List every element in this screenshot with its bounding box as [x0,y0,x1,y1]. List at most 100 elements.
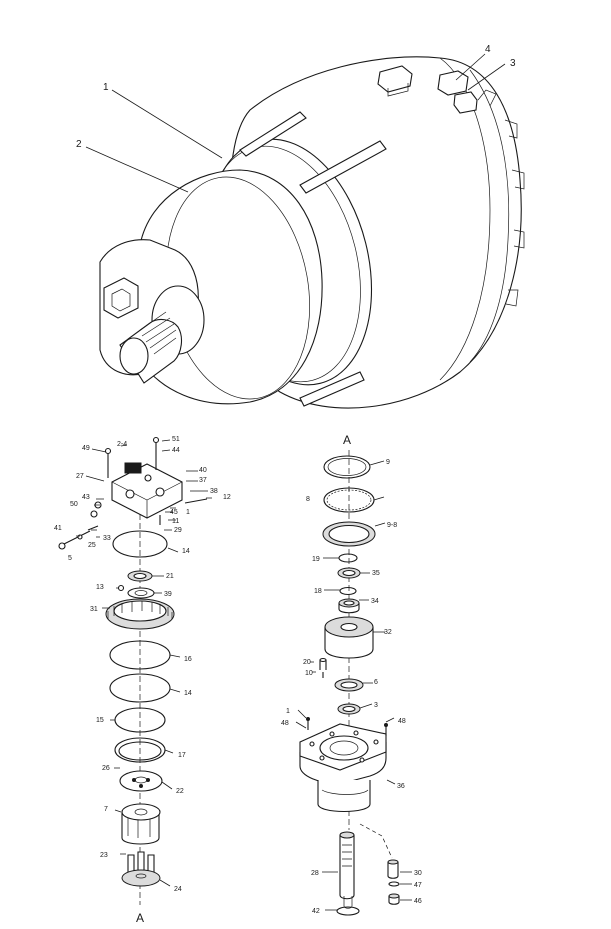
callout-38: 38 [210,488,218,495]
callout-47: 47 [414,882,422,889]
hex-plug-socket [111,288,131,312]
shaft-end [119,337,149,375]
o-ring-14-upper [112,530,168,558]
gear-ring-teeth [107,601,173,619]
fitting-30 [387,862,399,879]
callout-9-8: 9-8 [387,522,397,529]
seal-47 [388,881,400,887]
stud-3 [299,371,365,407]
callout-2-4: 2-4 [117,441,127,448]
section-label-a-left: A [136,911,144,925]
callout-10: 10 [305,670,313,677]
top-plug-bolt [377,65,413,93]
callout-44: 44 [172,447,180,454]
rear-fitting [437,70,469,96]
callout-31: 31 [90,606,98,613]
callout-29: 29 [174,527,182,534]
o-ring-14-lower [109,673,171,703]
rear-housing-teeth [477,89,525,307]
callout-41: 41 [54,525,62,532]
callout-28: 28 [311,870,319,877]
top-leaders [85,53,506,193]
rear-fitting-2 [453,91,478,114]
callout-30: 30 [414,870,422,877]
callout-14-lower: 14 [184,690,192,697]
callout-3: 3 [510,58,516,69]
valve-block-edges [111,481,183,518]
callout-11: 11 [172,518,179,525]
callout-3-right: 3 [374,702,378,709]
callout-4: 4 [485,44,491,55]
snap-ring-42 [336,906,360,916]
section-label-a-right: A [343,433,351,447]
callout-40: 40 [199,467,207,474]
service-line [359,823,393,859]
valve-port-2 [155,487,165,497]
callout-35: 35 [372,570,380,577]
left-exploded-view [58,436,212,905]
callout-37: 37 [199,477,207,484]
callout-20: 20 [303,659,311,666]
pin-13 [117,584,125,592]
housing-lower-body [317,780,371,812]
ring-18 [339,586,357,596]
ring-9 [323,455,371,479]
callout-45: 45 [170,509,178,516]
callout-27: 27 [76,473,84,480]
callout-48-left: 48 [281,720,289,727]
stud-1 [239,111,307,157]
callout-6: 6 [374,679,378,686]
spring-20 [319,660,327,670]
callout-9: 9 [386,459,390,466]
callout-14-upper: 14 [182,548,190,555]
callout-1-right: 1 [286,708,290,715]
callout-1: 1 [103,82,109,93]
stud-2 [299,140,387,194]
callout-5: 5 [68,555,72,562]
callout-48-right: 48 [398,718,406,725]
shaft-splines-right [342,844,352,867]
washer-19 [338,553,358,563]
hex-plug [103,277,139,319]
callout-2: 2 [76,139,82,150]
callout-17: 17 [178,752,186,759]
callout-32: 32 [384,629,392,636]
fitting-41 [61,525,99,546]
callout-7: 7 [104,806,108,813]
output-shaft-28 [339,835,355,900]
motor-assembly-illustration [99,56,525,409]
callout-34: 34 [371,598,379,605]
washer-39 [127,587,155,599]
callout-49: 49 [82,445,90,452]
screws-48 [307,720,387,736]
callout-16: 16 [184,656,192,663]
callout-19: 19 [312,556,320,563]
callout-22: 22 [176,788,184,795]
callout-13: 13 [96,584,104,591]
callout-33: 33 [103,535,111,542]
shaft-splines [139,311,177,355]
valve-block-label-plate [124,462,142,474]
callout-12: 12 [223,494,231,501]
plug-50 [90,510,98,518]
callout-43: 43 [82,494,90,501]
rear-housing-edge-2 [469,69,510,363]
valve-port-3 [144,474,152,482]
valve-block [111,463,183,519]
o-ring-15 [114,707,166,733]
callout-8: 8 [306,496,310,503]
callout-42: 42 [312,908,320,915]
callout-25: 25 [88,542,96,549]
callout-1-left: 1 [186,509,190,516]
cylinder-bores [127,818,151,838]
callout-15: 15 [96,717,104,724]
valve-port-1 [125,489,135,499]
right-leaders [295,460,412,911]
callout-51: 51 [172,436,180,443]
callout-23: 23 [100,852,108,859]
callout-39: 39 [164,591,172,598]
callout-21: 21 [166,573,174,580]
right-exploded-view [295,450,412,916]
callout-18: 18 [314,588,322,595]
